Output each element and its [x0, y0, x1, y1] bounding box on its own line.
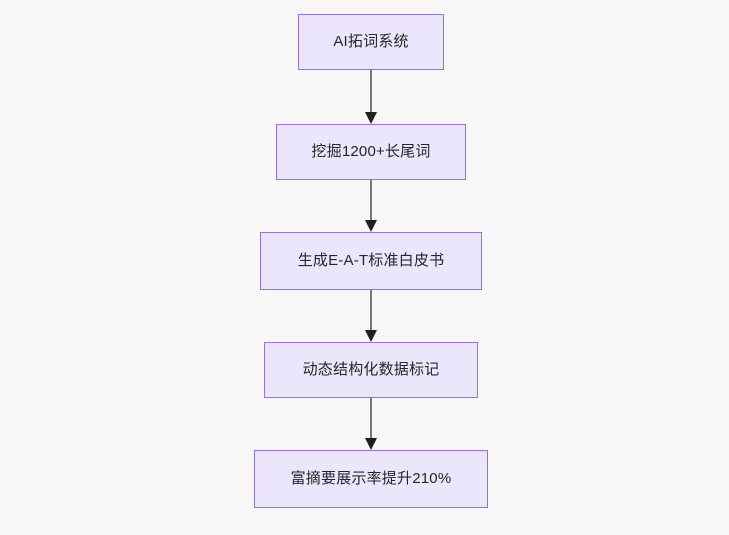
flowchart-node-3[interactable]: 生成E-A-T标准白皮书 — [260, 232, 482, 290]
flowchart-node-label: 挖掘1200+长尾词 — [311, 142, 431, 160]
flowchart-node-label: 富摘要展示率提升210% — [290, 469, 452, 487]
flowchart-node-label: AI拓词系统 — [333, 32, 409, 50]
arrowhead-icon — [365, 112, 377, 124]
flowchart-node-5[interactable]: 富摘要展示率提升210% — [254, 450, 488, 508]
arrowhead-icon — [365, 220, 377, 232]
flowchart-node-4[interactable]: 动态结构化数据标记 — [264, 342, 478, 398]
flowchart-node-1[interactable]: AI拓词系统 — [298, 14, 444, 70]
edge-n1-n2 — [365, 70, 377, 124]
arrowhead-icon — [365, 438, 377, 450]
flowchart-node-label: 动态结构化数据标记 — [302, 360, 440, 378]
arrowhead-icon — [365, 330, 377, 342]
flowchart-node-label: 生成E-A-T标准白皮书 — [297, 251, 445, 269]
edge-n4-n5 — [365, 398, 377, 450]
edge-n2-n3 — [365, 180, 377, 232]
edge-n3-n4 — [365, 290, 377, 342]
flowchart-node-2[interactable]: 挖掘1200+长尾词 — [276, 124, 466, 180]
